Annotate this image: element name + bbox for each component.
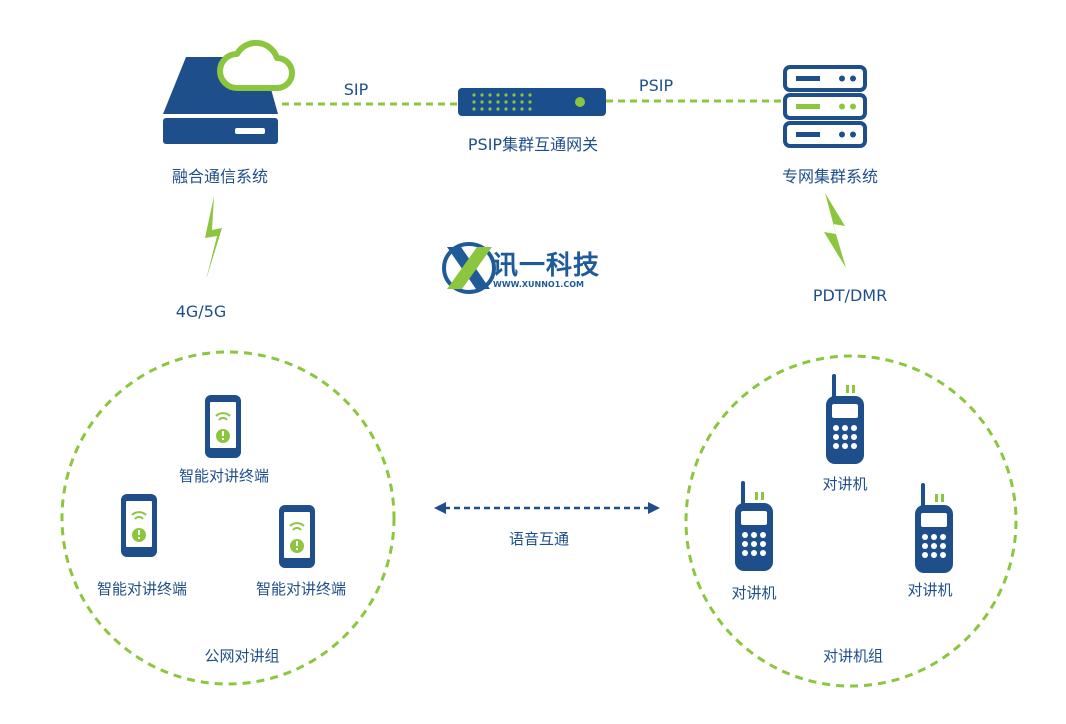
smartphone-icon (279, 505, 315, 568)
walkie-talkie-icon (735, 481, 773, 571)
lightning-icon (205, 196, 222, 280)
trunk-server-icon (783, 65, 867, 148)
fusion-server-icon (163, 57, 278, 144)
gateway-label: PSIP集群互通网关 (467, 135, 599, 154)
smart-terminal-label: 智能对讲终端 (255, 580, 347, 598)
voice-arrow-icon (434, 502, 660, 514)
lightning-icon (824, 193, 846, 268)
radio-group-boundary (684, 354, 1018, 688)
brand-logo-icon (442, 242, 496, 294)
public-group-label: 公网对讲组 (204, 647, 280, 665)
gateway-device-icon (458, 88, 606, 116)
smartphone-icon (205, 395, 241, 458)
fusion-system-label: 融合通信系统 (171, 167, 269, 186)
radio-label: 对讲机 (907, 581, 953, 599)
smartphone-icon (121, 494, 157, 557)
private-trunk-label: 专网集群系统 (781, 167, 879, 186)
walkie-talkie-icon (915, 483, 953, 573)
voice-link-label: 语音互通 (508, 530, 570, 548)
cellular-link-label: 4G/5G (175, 302, 227, 321)
radio-label: 对讲机 (822, 475, 868, 493)
sip-link-label: SIP (343, 80, 369, 99)
smart-terminal-label: 智能对讲终端 (178, 467, 270, 485)
cloud-icon (217, 39, 295, 91)
radio-group-label: 对讲机组 (822, 647, 884, 665)
psip-link-label: PSIP (638, 76, 674, 95)
public-group-boundary (60, 350, 396, 686)
smart-terminal-label: 智能对讲终端 (96, 580, 188, 598)
pdt-link-label: PDT/DMR (812, 286, 888, 305)
walkie-talkie-icon (826, 374, 864, 464)
brand-url: WWW.XUNNO1.COM (493, 280, 584, 289)
radio-label: 对讲机 (731, 584, 777, 602)
brand-name: 讯一科技 (492, 251, 601, 281)
